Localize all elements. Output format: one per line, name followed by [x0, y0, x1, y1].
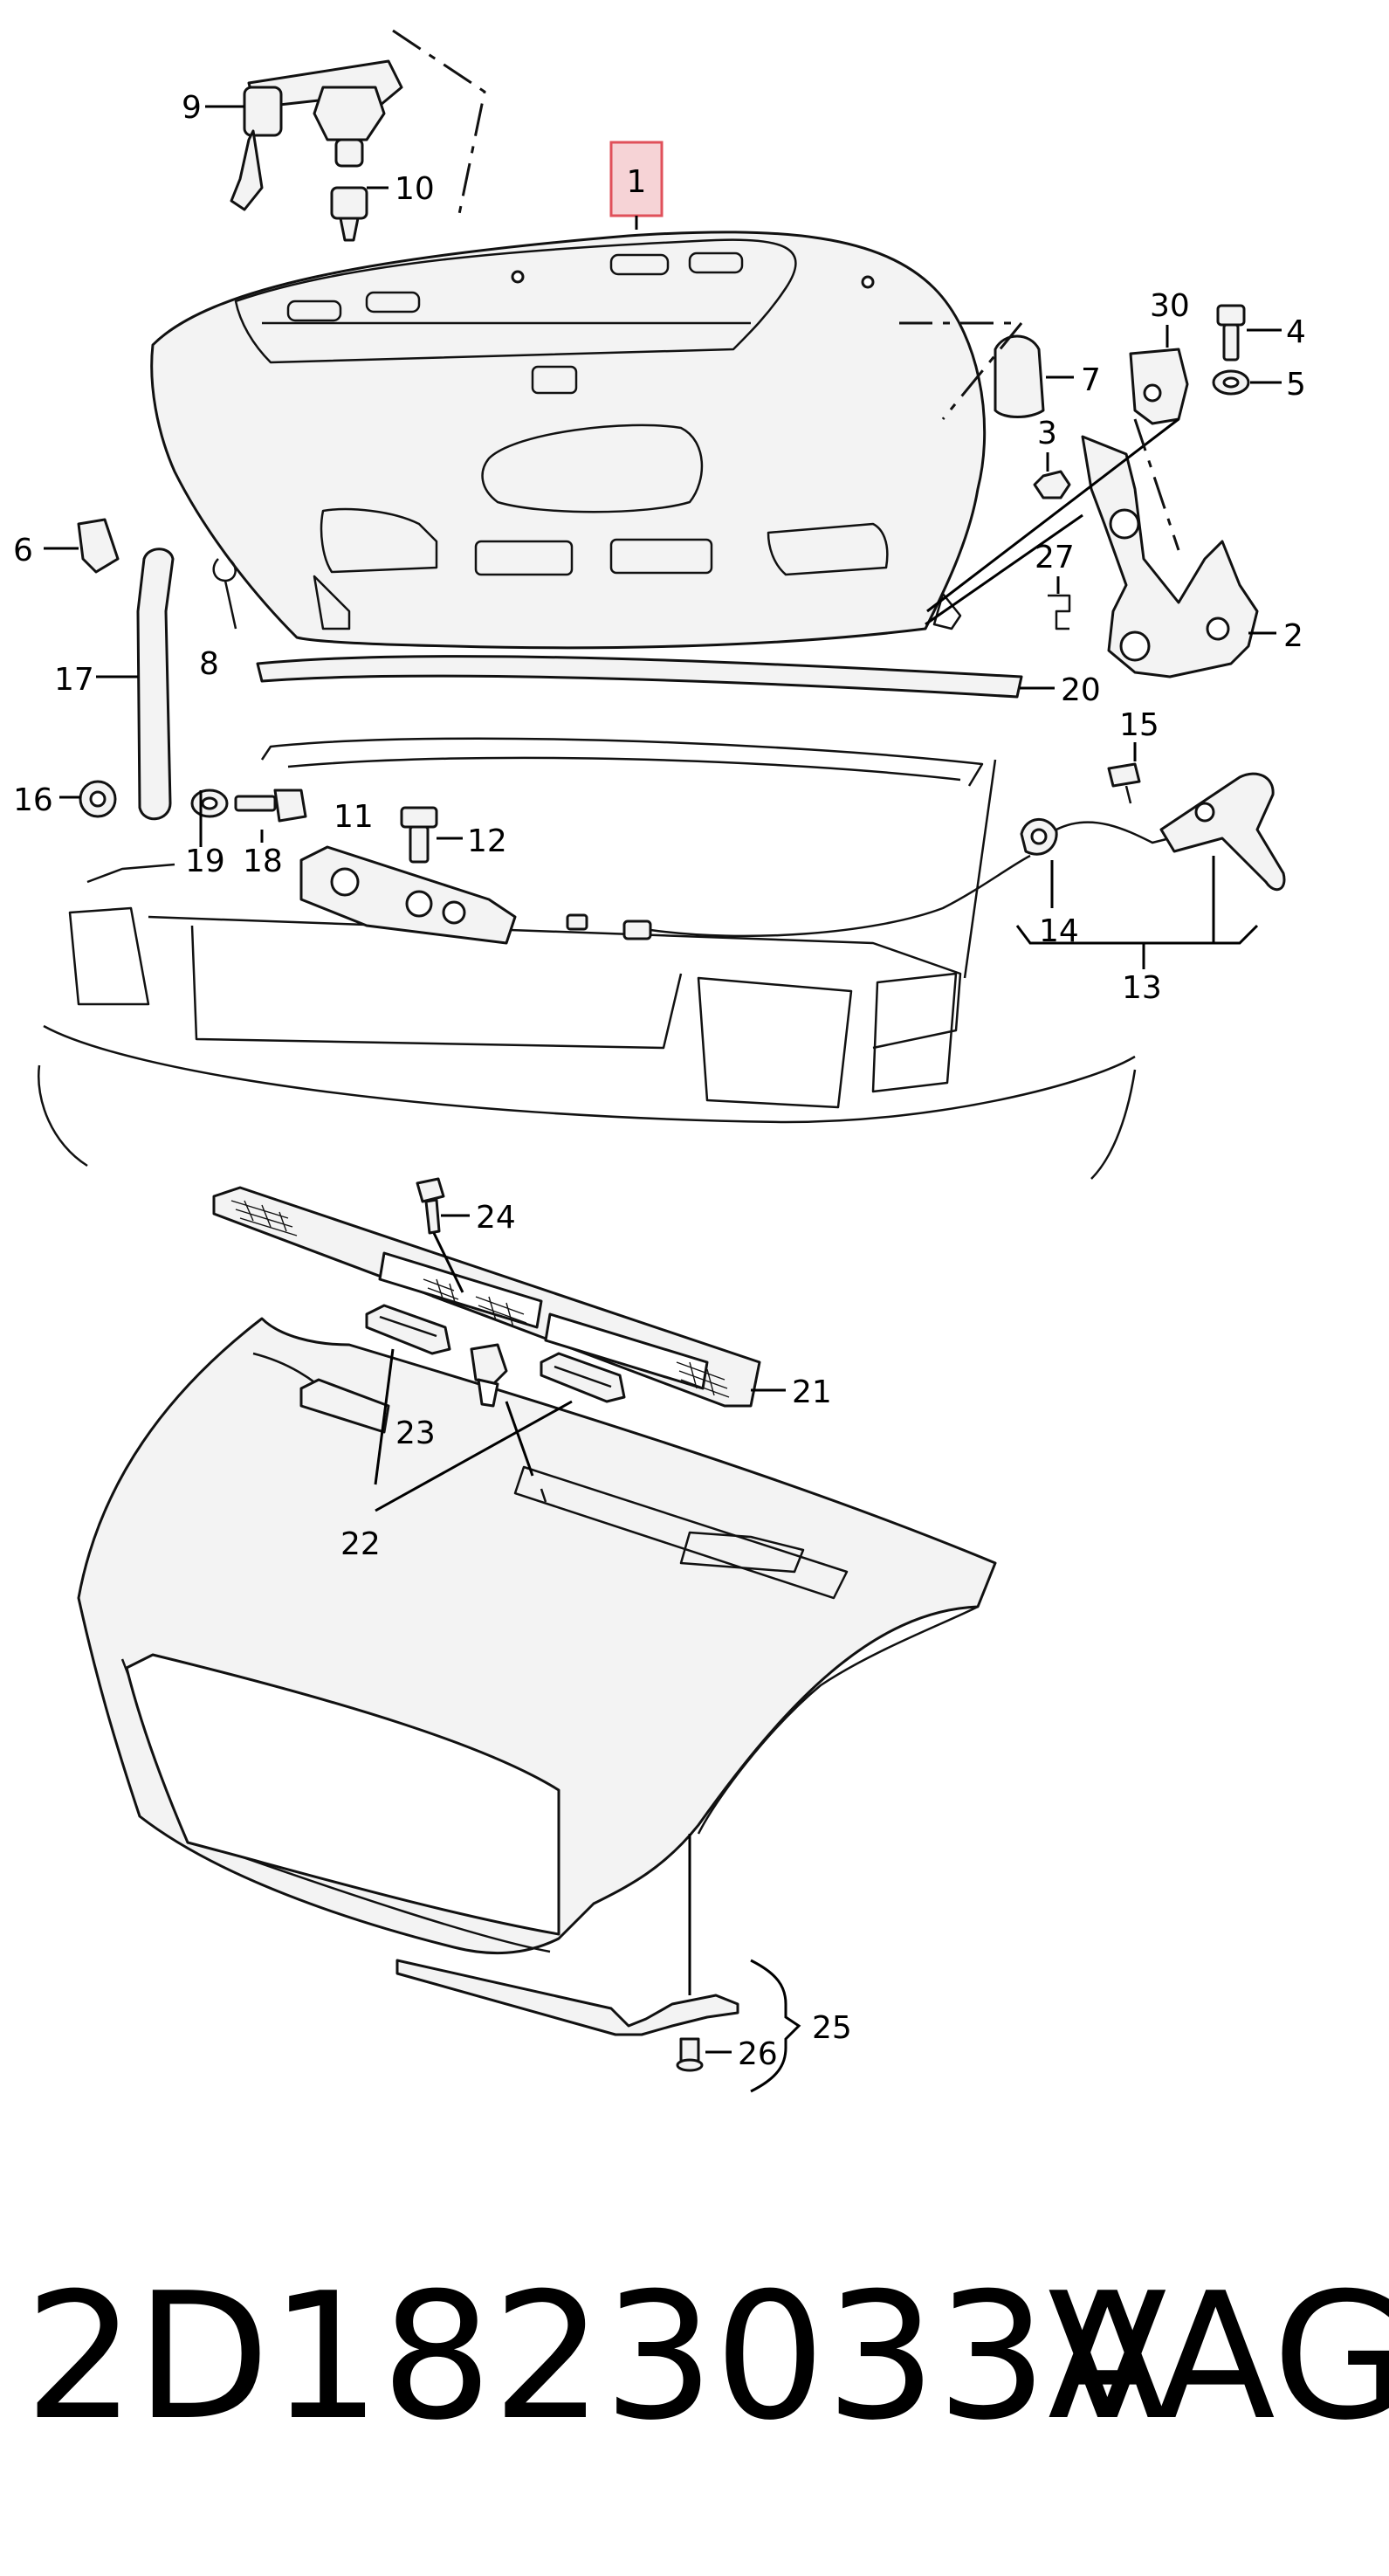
callout-22: 22: [340, 1526, 381, 1562]
callout-9: 9: [182, 90, 202, 126]
callout-7: 7: [1081, 362, 1101, 398]
support-rod-lower: 26 25: [395, 1834, 852, 2093]
screw-24: 24: [416, 1177, 516, 1293]
release-cable: 14 15 13: [566, 707, 1286, 1006]
callout-13: 13: [1122, 970, 1162, 1006]
brand-name: VAG: [1048, 2256, 1389, 2459]
callout-21: 21: [792, 1374, 832, 1410]
air-intake-grille: 21: [212, 1186, 832, 1410]
callout-19: 19: [185, 844, 225, 879]
callout-16: 16: [13, 782, 53, 818]
callout-12: 12: [467, 823, 507, 859]
callout-10: 10: [395, 171, 435, 207]
callout-18: 18: [243, 844, 283, 879]
callout-5: 5: [1286, 367, 1306, 403]
callout-8: 8: [199, 646, 219, 682]
left-support-parts: 6 17 8 16 19 18: [13, 518, 307, 879]
callout-1: 1: [627, 164, 647, 200]
part-number: 2D1823033A: [24, 2256, 1167, 2459]
callout-1-highlight: 1: [609, 141, 664, 230]
callout-11: 11: [333, 799, 374, 835]
callout-23: 23: [395, 1415, 436, 1451]
hinge-bracket-left: 9 10: [182, 59, 435, 242]
seal-strip: 20: [256, 655, 1101, 708]
callout-17: 17: [54, 662, 94, 698]
callout-4: 4: [1286, 314, 1306, 350]
seal-pads: 23 22: [299, 1304, 626, 1562]
callout-15: 15: [1119, 707, 1159, 743]
callout-25: 25: [812, 2010, 852, 2046]
hood-panel-lower: [77, 1317, 997, 1955]
hood-panel-upper: [150, 231, 987, 650]
callout-27: 27: [1035, 540, 1075, 575]
callout-2: 2: [1283, 618, 1303, 654]
callout-30: 30: [1150, 288, 1190, 324]
lock-assembly: 11 12: [299, 799, 517, 945]
grille-clip: [470, 1343, 508, 1408]
callout-20: 20: [1061, 672, 1101, 708]
callout-26: 26: [738, 2036, 778, 2072]
callout-6: 6: [13, 533, 33, 568]
callout-24: 24: [476, 1200, 516, 1236]
hinge-assembly-right: 7 30 4 5 3 2 27: [925, 288, 1306, 678]
callout-3: 3: [1037, 416, 1057, 451]
